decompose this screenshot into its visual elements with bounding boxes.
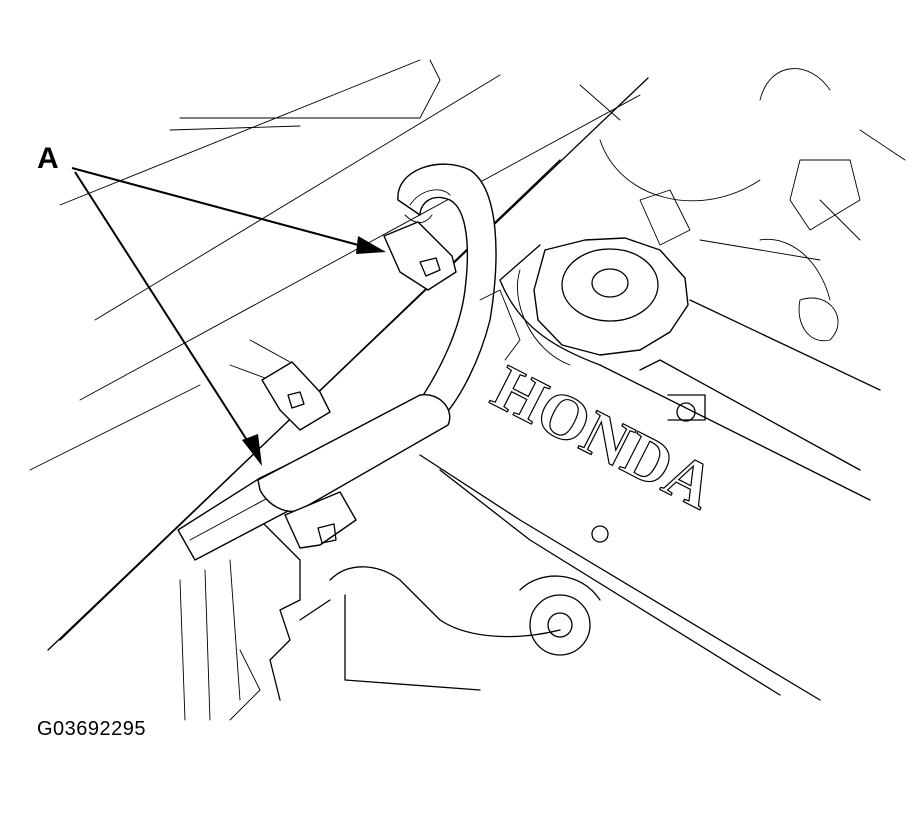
hose-clip-small — [229, 339, 331, 431]
valve-cover — [419, 244, 881, 701]
breather-hose — [397, 163, 497, 421]
main-hose — [177, 289, 521, 561]
engine-background — [599, 68, 906, 342]
leader-line-upper — [71, 167, 363, 247]
hood-edge — [47, 77, 649, 651]
figure-id: G03692295 — [37, 718, 147, 740]
callout-arrows — [71, 167, 386, 466]
oil-filler-cap — [517, 237, 689, 366]
hose-clip-upper — [383, 221, 457, 291]
callout-label-a: A — [37, 142, 59, 175]
arrowhead-lower — [242, 434, 262, 466]
leader-line-lower — [74, 171, 253, 449]
arrowhead-upper — [356, 236, 386, 254]
engine-lower — [179, 519, 601, 721]
